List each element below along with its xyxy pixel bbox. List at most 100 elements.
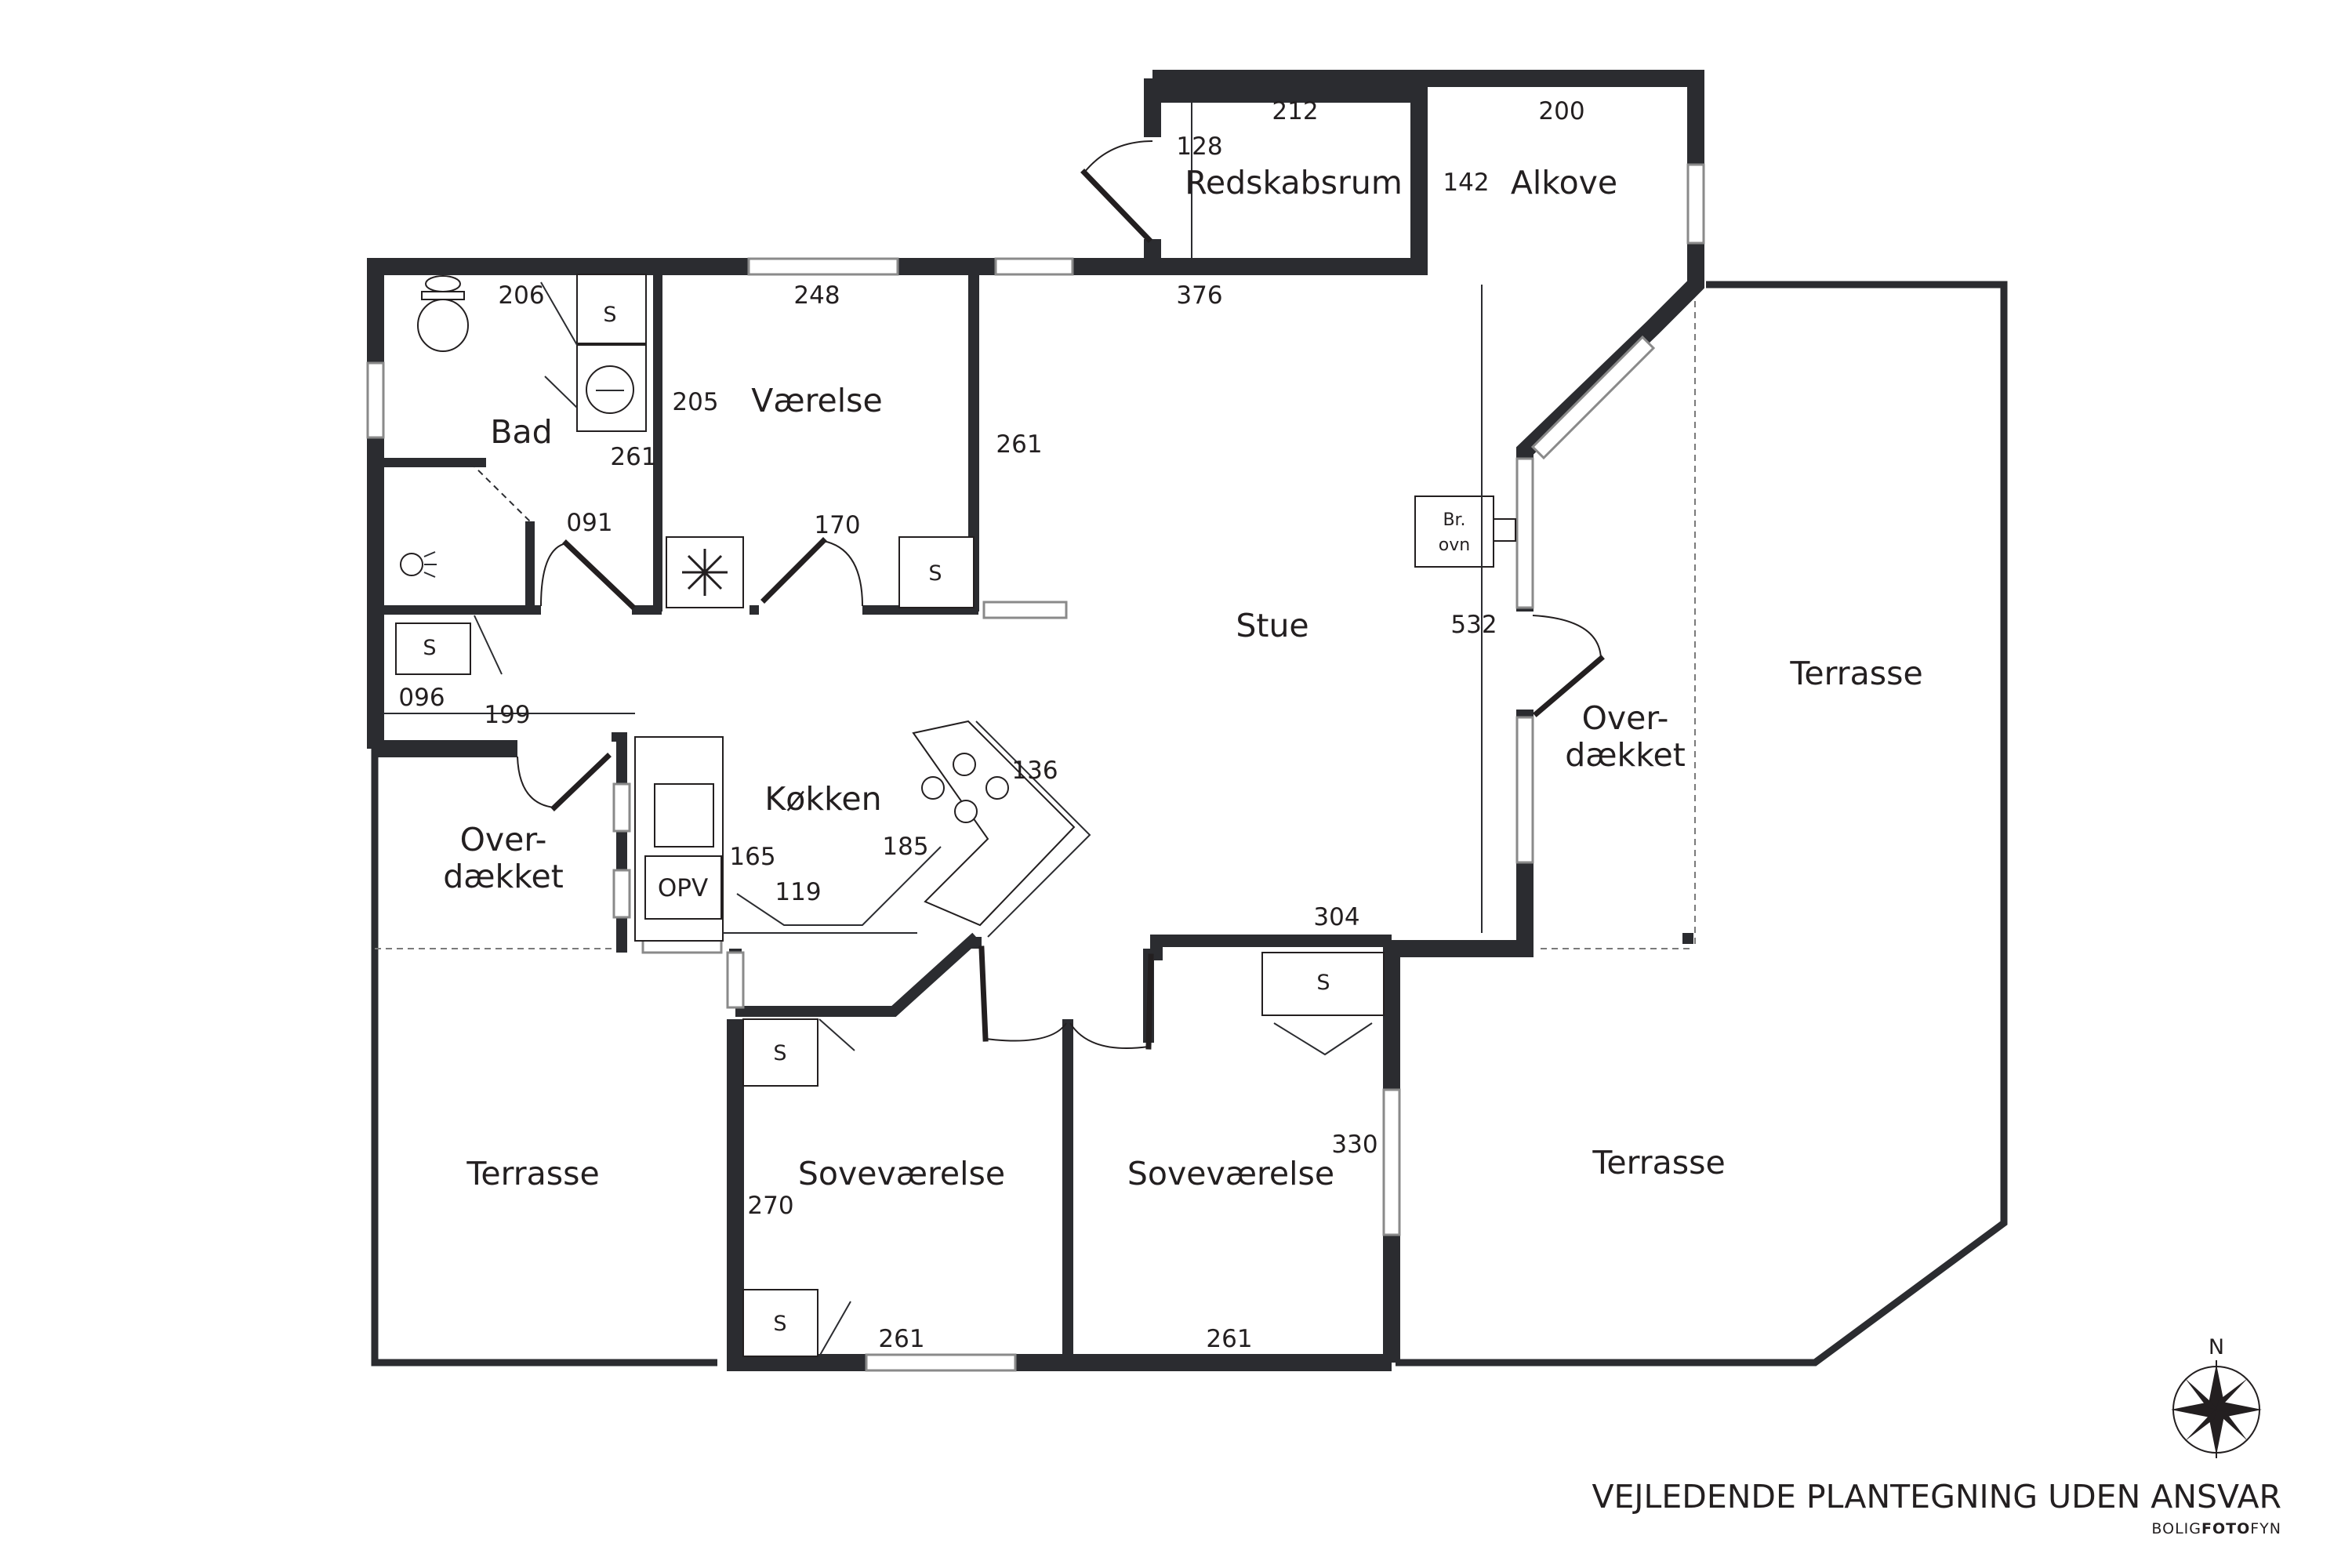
skab-gang-door xyxy=(474,615,503,675)
dishwasher-box xyxy=(644,855,722,920)
dim-212: 212 xyxy=(1272,97,1318,125)
dim-376: 376 xyxy=(1176,281,1222,310)
dim-206: 206 xyxy=(498,281,544,310)
door-sove2 xyxy=(1145,953,1154,1050)
label-terrasse-left: Terrasse xyxy=(466,1155,599,1192)
stove-icon xyxy=(921,753,1009,823)
fixture-labels: S S S S S S OPV Br. ovn xyxy=(423,303,1470,1336)
window-stue-north xyxy=(994,257,1074,276)
window-bad xyxy=(366,361,385,439)
dim-119: 119 xyxy=(775,878,821,906)
kitchen-island-edge xyxy=(975,720,1091,938)
door-overdaekket-swing xyxy=(1532,615,1602,659)
door-vaerelse xyxy=(760,537,827,604)
window-gang xyxy=(982,601,1068,619)
door-overdaekket-left xyxy=(550,753,612,811)
label-overdaekket-right-2: dækket xyxy=(1565,736,1686,774)
disclaimer-text: VEJLEDENDE PLANTEGNING UDEN ANSVAR xyxy=(1592,1478,2281,1515)
terrace-right-outline xyxy=(1396,281,2008,1367)
brand-logo: BOLIGFOTOFYN xyxy=(1592,1520,2281,1537)
dim-330: 330 xyxy=(1331,1131,1377,1159)
woodstove-chimney xyxy=(1493,518,1516,542)
label-alkove: Alkove xyxy=(1511,164,1617,201)
label-braendeovn-2: ovn xyxy=(1439,535,1470,555)
skab-sove-top-box xyxy=(742,1018,818,1087)
label-overdaekket-left-1: Over- xyxy=(460,821,547,858)
brand-part-c: FYN xyxy=(2250,1520,2281,1537)
label-sovevaerelse-2: Soveværelse xyxy=(1127,1155,1334,1192)
dim-200: 200 xyxy=(1538,97,1584,125)
door-redskabsrum-swing xyxy=(1083,140,1153,173)
dim-261-sove2: 261 xyxy=(1206,1325,1252,1353)
bad-dash xyxy=(470,462,531,522)
label-opv: OPV xyxy=(658,874,708,902)
lamp-icon xyxy=(400,551,437,578)
compass-north-label: N xyxy=(2209,1335,2224,1359)
room-labels: Redskabsrum Alkove Bad Værelse Stue Køkk… xyxy=(443,164,1923,1192)
label-vaerelse: Værelse xyxy=(751,382,882,419)
dimension-labels: 212 200 128 142 206 248 376 205 261 261 … xyxy=(398,97,1584,1353)
kitchen-sink xyxy=(654,783,714,848)
label-skab-sove-bottom: S xyxy=(773,1312,786,1336)
door-sove1-swing xyxy=(985,1022,1067,1042)
compass-icon: N xyxy=(2171,1335,2262,1458)
window-stue-east-lower xyxy=(1515,716,1534,864)
dim-170: 170 xyxy=(814,511,860,539)
terrace-outlines xyxy=(371,281,2008,1367)
label-terrasse-right-bottom: Terrasse xyxy=(1592,1144,1725,1181)
window-kitchen-1 xyxy=(612,782,631,833)
footer: VEJLEDENDE PLANTEGNING UDEN ANSVAR BOLIG… xyxy=(1592,1478,2281,1537)
post xyxy=(1682,933,1693,944)
label-overdaekket-right-1: Over- xyxy=(1582,699,1669,737)
dim-532: 532 xyxy=(1450,611,1497,639)
wall-stue-south-east xyxy=(1150,935,1392,960)
label-stue: Stue xyxy=(1236,607,1308,644)
dim-205: 205 xyxy=(672,388,718,416)
door-sove1 xyxy=(978,946,989,1042)
toilet-icon xyxy=(417,275,469,352)
skab-gang-box xyxy=(395,622,471,675)
dim-142: 142 xyxy=(1443,169,1489,197)
wall-east-stue xyxy=(1383,710,1534,1363)
door-bad xyxy=(562,539,636,610)
brand-part-b: FOTO xyxy=(2201,1520,2251,1537)
window-stue-east xyxy=(1515,457,1534,609)
label-sovevaerelse-1: Soveværelse xyxy=(798,1155,1005,1192)
label-skab-sove-top: S xyxy=(773,1041,786,1065)
kitchen-island xyxy=(912,720,1076,927)
skab-vaerelse-box xyxy=(898,536,975,608)
skab-sove2-doors xyxy=(1273,1022,1373,1056)
window-kitchen-2 xyxy=(612,869,631,919)
window-vaerelse xyxy=(747,257,899,276)
label-skab-vaerelse: S xyxy=(928,561,942,586)
dim-248: 248 xyxy=(793,281,840,310)
label-skab-gang: S xyxy=(423,636,436,660)
label-skab-sove2: S xyxy=(1316,971,1330,995)
dim-199: 199 xyxy=(484,701,530,729)
dim-261-vaerelse: 261 xyxy=(996,430,1042,459)
label-redskabsrum: Redskabsrum xyxy=(1185,164,1403,201)
dim-091: 091 xyxy=(566,509,612,537)
window-sove1 xyxy=(865,1353,1017,1372)
dim-185: 185 xyxy=(882,833,928,861)
woodstove-icon xyxy=(1414,495,1494,568)
fixtures xyxy=(383,98,1516,1357)
label-terrasse-right-top: Terrasse xyxy=(1789,655,1922,692)
dim-304: 304 xyxy=(1313,903,1359,931)
skab-sove-bottom-door xyxy=(818,1301,851,1357)
window-kitchen-4 xyxy=(726,951,745,1009)
label-skab-bad: S xyxy=(603,303,616,327)
skab-bad-box xyxy=(576,274,647,344)
skab-sove-top-door xyxy=(818,1018,855,1051)
dim-261-sove1: 261 xyxy=(878,1325,924,1353)
dim-165: 165 xyxy=(729,843,775,871)
label-overdaekket-left-2: dækket xyxy=(443,858,564,895)
dim-096: 096 xyxy=(398,684,445,712)
terrace-left-outline xyxy=(371,749,717,1367)
dim-270: 270 xyxy=(747,1192,793,1220)
dim-136: 136 xyxy=(1011,757,1058,785)
window-sove2 xyxy=(1382,1088,1401,1236)
dim-128: 128 xyxy=(1176,132,1222,161)
dim-261-bad: 261 xyxy=(610,443,656,471)
